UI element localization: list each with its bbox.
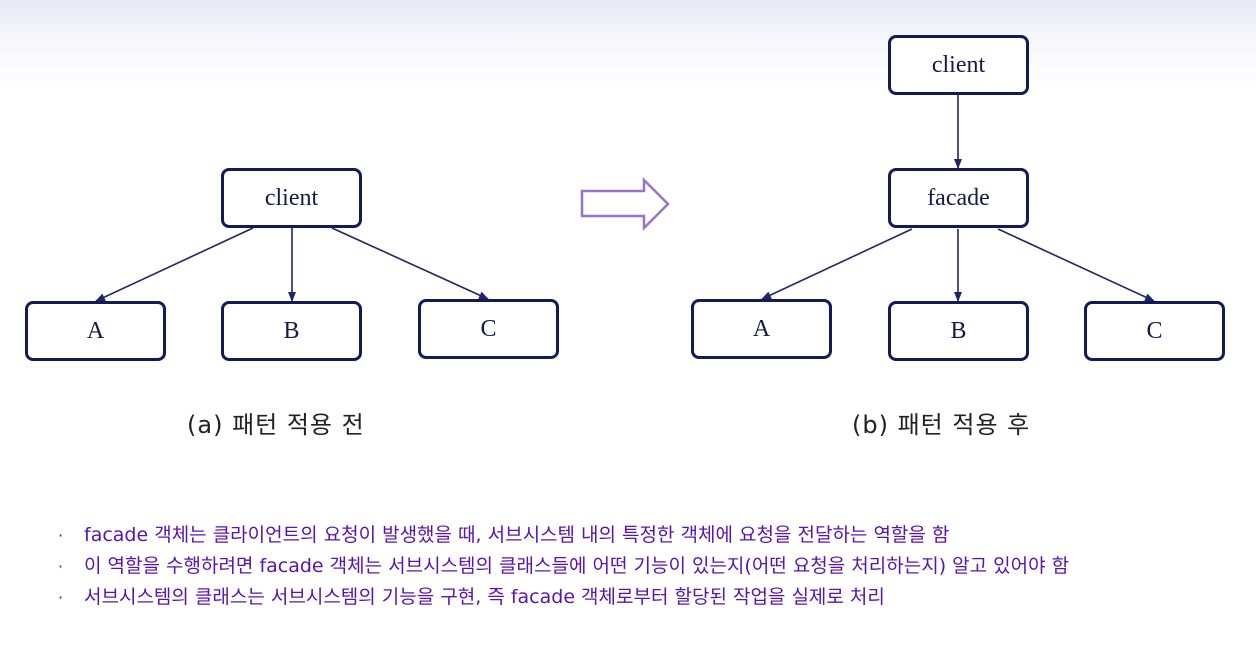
edge-a-client-to-c: [331, 227, 489, 300]
list-item: · facade 객체는 클라이언트의 요청이 발생했을 때, 서브시스템 내의…: [58, 521, 1208, 550]
list-item: · 서브시스템의 클래스는 서브시스템의 기능을 구현, 즉 facade 객체…: [58, 583, 1208, 612]
explanation-list: · facade 객체는 클라이언트의 요청이 발생했을 때, 서브시스템 내의…: [58, 521, 1208, 612]
diagram-a-class-b-node: B: [221, 301, 362, 361]
diagram-b-class-c-node: C: [1084, 301, 1225, 361]
diagram-b-caption: (b) 패턴 적용 후: [852, 411, 1031, 439]
diagram-b-class-c-label: C: [1146, 317, 1163, 344]
transition-arrow-icon: [580, 176, 670, 232]
edge-b-facade-to-a: [761, 228, 913, 300]
diagram-b-class-b-node: B: [888, 301, 1029, 361]
diagram-a-client-node: client: [221, 168, 362, 228]
edge-b-facade-to-c: [997, 228, 1155, 302]
edge-a-client-to-a: [95, 227, 254, 302]
diagram-b-client-node: client: [888, 35, 1029, 95]
diagram-b-class-a-label: A: [752, 315, 771, 342]
diagram-b-class-b-label: B: [950, 317, 967, 344]
diagram-a-client-label: client: [264, 184, 319, 211]
diagram-a-class-a-label: A: [86, 317, 105, 344]
diagram-a-class-a-node: A: [25, 301, 166, 361]
list-item: · 이 역할을 수행하려면 facade 객체는 서브시스템의 클래스들에 어떤…: [58, 552, 1208, 581]
bullet-marker: ·: [58, 526, 64, 545]
diagram-b-facade-node: facade: [888, 168, 1029, 228]
bullet-marker: ·: [58, 588, 64, 607]
bullet-text: 서브시스템의 클래스는 서브시스템의 기능을 구현, 즉 facade 객체로부…: [84, 586, 885, 608]
bullet-text: 이 역할을 수행하려면 facade 객체는 서브시스템의 클래스들에 어떤 기…: [84, 555, 1070, 577]
diagram-a-caption: (a) 패턴 적용 전: [187, 411, 365, 439]
diagram-a-class-b-label: B: [283, 317, 300, 344]
bullet-text: facade 객체는 클라이언트의 요청이 발생했을 때, 서브시스템 내의 특…: [84, 524, 950, 546]
bullet-marker: ·: [58, 557, 64, 576]
diagram-a-class-c-node: C: [418, 299, 559, 359]
diagram-b-client-label: client: [931, 51, 986, 78]
diagram-b-facade-label: facade: [927, 184, 990, 211]
diagram-a-class-c-label: C: [480, 315, 497, 342]
diagram-b-class-a-node: A: [691, 299, 832, 359]
